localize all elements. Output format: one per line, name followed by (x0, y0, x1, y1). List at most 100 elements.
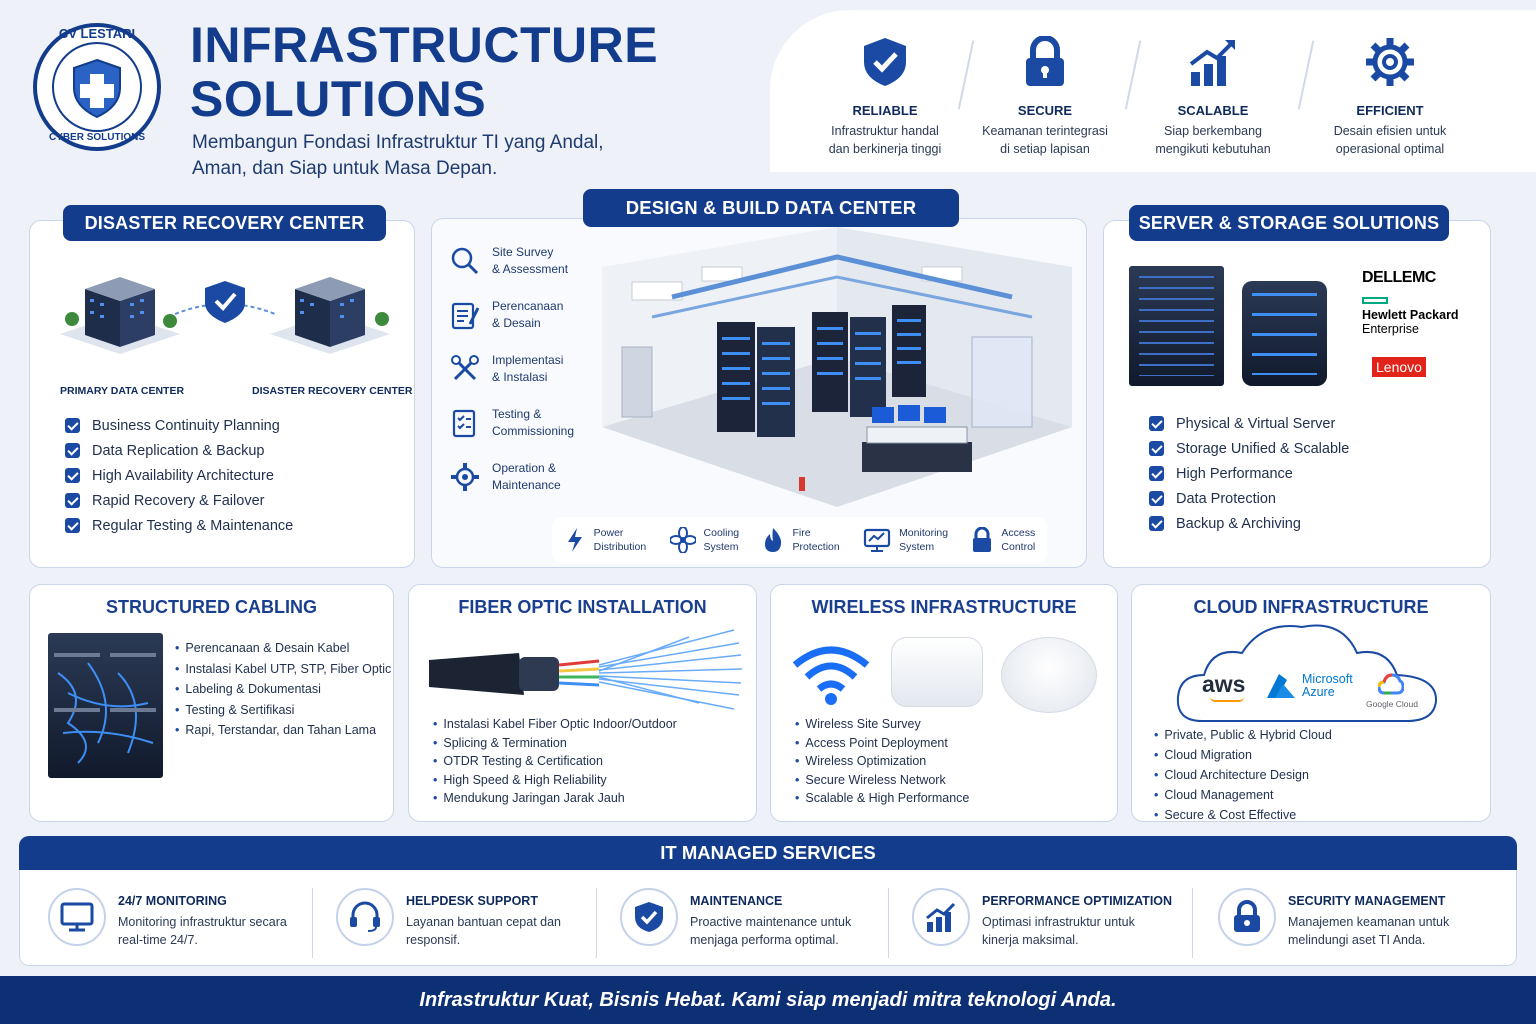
service-title: MAINTENANCE (690, 894, 783, 908)
monitor-icon (863, 528, 891, 552)
access-point-image (1001, 637, 1097, 713)
step-text: Testing & (492, 407, 542, 421)
service-title: PERFORMANCE OPTIMIZATION (982, 894, 1173, 908)
monitor-icon (60, 902, 94, 932)
hpe-logo-line: Hewlett Packard (1362, 308, 1459, 322)
list-item: Rapi, Terstandar, dan Tahan Lama (175, 723, 391, 744)
checkbox-icon (1149, 516, 1164, 531)
checkbox-icon (65, 418, 80, 433)
growth-chart-icon (1189, 40, 1235, 86)
footer-tagline: Infrastruktur Kuat, Bisnis Hebat. Kami s… (419, 988, 1117, 1011)
flame-icon (765, 528, 782, 552)
step-text: & Desain (492, 316, 541, 330)
divider (596, 888, 597, 958)
checkbox-icon (65, 468, 80, 483)
managed-services-title-bar: IT MANAGED SERVICES (19, 836, 1517, 870)
list-item: Wireless Site Survey (795, 717, 969, 736)
step-site-survey: Site Survey& Assessment (450, 244, 568, 278)
fiber-optic-cable-illustration (429, 629, 743, 710)
list-item: Business Continuity Planning (65, 413, 293, 438)
logo-text-top: CV LESTARI (58, 26, 136, 41)
list-item: Splicing & Termination (433, 736, 677, 755)
headset-icon (350, 901, 380, 932)
feature-label: EFFICIENT (1356, 103, 1424, 118)
list-item: Secure & Cost Effective (1154, 808, 1332, 828)
tools-icon (451, 355, 479, 381)
system-text: System (703, 541, 739, 553)
list-item-text: High Availability Architecture (92, 467, 274, 484)
service-desc: Manajemen keamanan untuk (1288, 915, 1450, 929)
system-text: Control (1001, 541, 1036, 553)
divider (312, 888, 313, 958)
access-point-image (891, 637, 983, 707)
azure-logo-line: Microsoft (1302, 672, 1353, 686)
fan-icon (669, 527, 696, 553)
checkbox-icon (65, 443, 80, 458)
list-item: Labeling & Dokumentasi (175, 682, 391, 703)
wireless-list: Wireless Site Survey Access Point Deploy… (795, 717, 969, 810)
system-text: Cooling (703, 527, 740, 539)
list-item-text: Physical & Virtual Server (1176, 415, 1336, 432)
feature-desc: mengikuti kebutuhan (1155, 142, 1271, 156)
list-item: High Speed & High Reliability (433, 773, 677, 792)
title-line-1: INFRASTRUCTURE (190, 17, 659, 73)
list-item-text: Storage Unified & Scalable (1176, 440, 1350, 457)
cloud-title: CLOUD INFRASTRUCTURE (1193, 597, 1429, 617)
feature-desc: Siap berkembang (1164, 124, 1262, 138)
step-text: & Instalasi (492, 370, 548, 384)
divider (1297, 40, 1315, 110)
page-subtitle: Membangun Fondasi Infrastruktur TI yang … (192, 130, 604, 182)
service-desc: Layanan bantuan cepat dan (406, 915, 561, 929)
power-icon (567, 528, 582, 552)
datacenter-card: Site Survey& Assessment Perencanaan& Des… (431, 218, 1087, 568)
system-text: Monitoring (899, 527, 949, 539)
list-item-text: Regular Testing & Maintenance (92, 517, 294, 534)
system-text: System (899, 541, 935, 553)
managed-services-title: IT MANAGED SERVICES (660, 842, 876, 863)
gear-icon (451, 463, 479, 491)
title-line-2: SOLUTIONS (190, 71, 487, 127)
divider (888, 888, 889, 958)
list-item: Storage Unified & Scalable (1149, 436, 1349, 461)
logo-text-bottom: CYBER SOLUTIONS (48, 132, 146, 143)
list-item-text: Rapid Recovery & Failover (92, 492, 265, 509)
drc-card: PRIMARY DATA CENTER DISASTER RECOVERY CE… (29, 220, 415, 568)
service-desc: Monitoring infrastruktur secara (118, 915, 287, 929)
server-rack-lights (1139, 276, 1214, 376)
list-item: Physical & Virtual Server (1149, 411, 1349, 436)
system-text: Fire (792, 527, 811, 539)
list-item: Data Replication & Backup (65, 438, 293, 463)
list-item-text: Data Protection (1176, 490, 1276, 507)
fiber-title: FIBER OPTIC INSTALLATION (458, 597, 707, 617)
list-item: Scalable & High Performance (795, 791, 969, 810)
divider (1192, 888, 1193, 958)
service-desc: real-time 24/7. (118, 933, 198, 947)
feature-desc: dan berkinerja tinggi (828, 142, 942, 156)
system-text: Distribution (593, 541, 647, 553)
list-item: High Performance (1149, 461, 1349, 486)
fiber-card: FIBER OPTIC INSTALLATION Instalasi Kabel… (408, 584, 757, 822)
list-item: Testing & Sertifikasi (175, 703, 391, 724)
list-item: Regular Testing & Maintenance (65, 513, 293, 538)
dell-emc-logo: DELLEMC (1362, 269, 1436, 286)
system-text: Protection (792, 541, 840, 553)
cabling-card: STRUCTURED CABLING Perencanaan & Desain … (29, 584, 394, 822)
service-desc: Proactive maintenance untuk (690, 915, 852, 929)
server-title: SERVER & STORAGE SOLUTIONS (1129, 205, 1449, 241)
list-item-text: Business Continuity Planning (92, 417, 280, 434)
feature-desc: Infrastruktur handal (831, 124, 939, 138)
shield-check-icon (635, 902, 663, 932)
data-center-buildings-illustration (60, 277, 390, 354)
